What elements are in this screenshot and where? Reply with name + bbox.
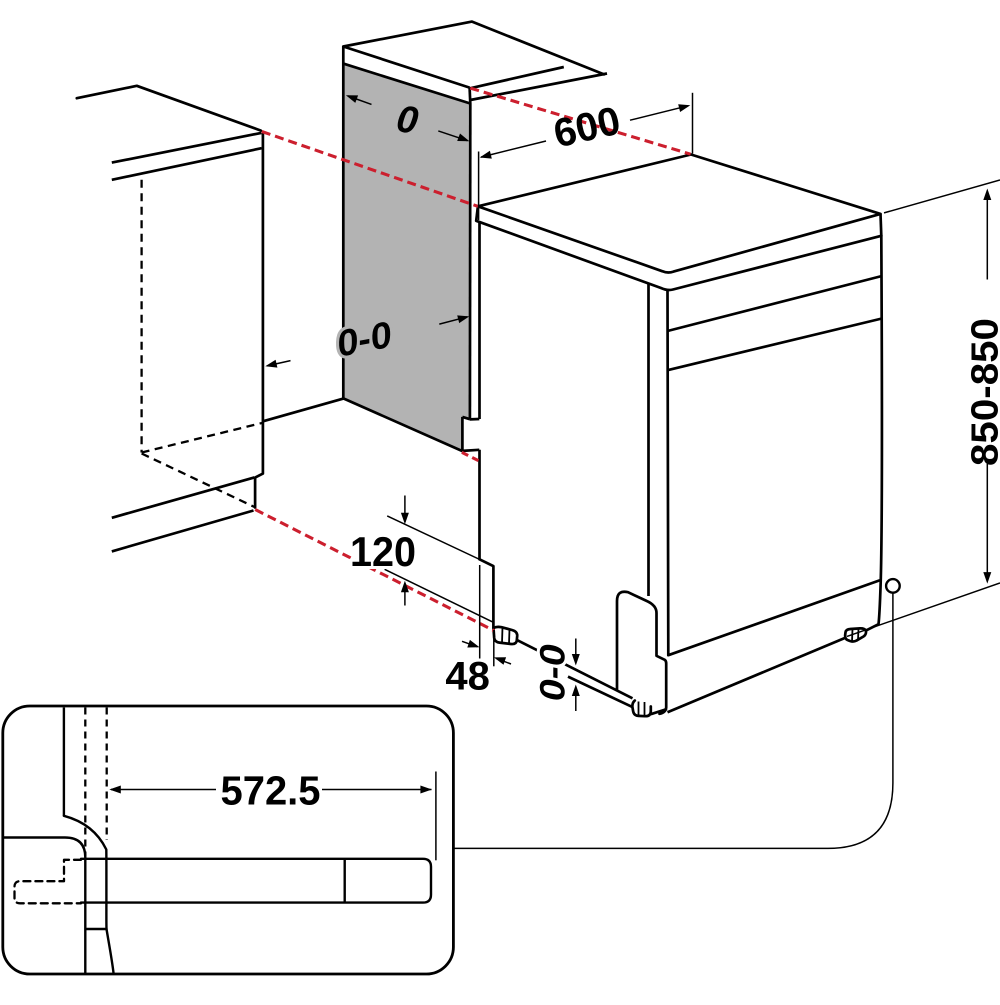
- svg-text:48: 48: [445, 655, 490, 699]
- svg-text:0-0: 0-0: [534, 644, 573, 702]
- svg-text:120: 120: [350, 528, 416, 575]
- svg-text:572.5: 572.5: [221, 768, 321, 814]
- svg-text:850-850: 850-850: [965, 318, 1000, 466]
